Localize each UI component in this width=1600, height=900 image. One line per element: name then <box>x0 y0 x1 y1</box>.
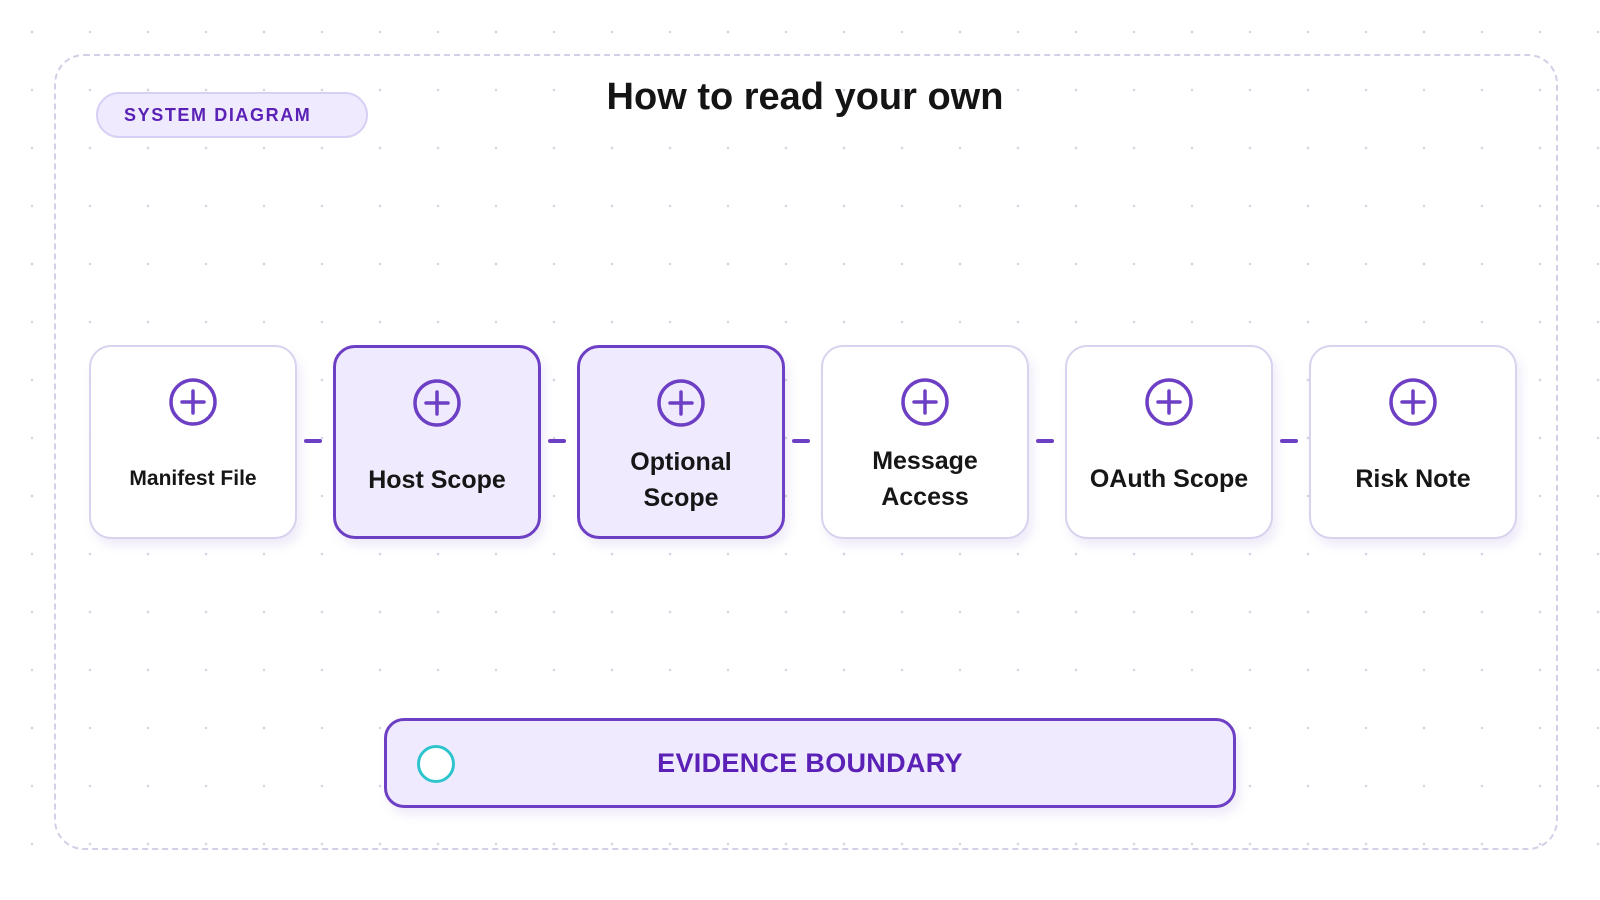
connector <box>1280 439 1298 443</box>
plus-circle-icon <box>1389 378 1437 426</box>
ring-icon <box>417 745 455 783</box>
diagram-title: How to read your own <box>606 76 1004 118</box>
plus-circle-icon <box>413 379 461 427</box>
node-label: Manifest File <box>129 467 257 490</box>
node-label: Optional Scope <box>630 448 732 512</box>
node-optional-scope[interactable]: Optional Scope <box>577 345 785 539</box>
node-host-scope[interactable]: Host Scope <box>333 345 541 539</box>
plus-circle-icon <box>1145 378 1193 426</box>
node-label: Message Access <box>872 447 978 511</box>
node-oauth-scope[interactable]: OAuth Scope <box>1065 345 1273 539</box>
node-risk-note[interactable]: Risk Note <box>1309 345 1517 539</box>
evidence-boundary[interactable]: EVIDENCE BOUNDARY <box>384 718 1236 808</box>
node-label: Risk Note <box>1355 465 1471 493</box>
connector <box>304 439 322 443</box>
system-diagram-badge: SYSTEM DIAGRAM <box>96 92 368 138</box>
node-label: OAuth Scope <box>1089 465 1249 493</box>
node-label: Host Scope <box>368 466 506 494</box>
plus-circle-icon <box>169 378 217 426</box>
plus-circle-icon <box>657 379 705 427</box>
connector <box>792 439 810 443</box>
connector <box>548 439 566 443</box>
diagram-frame <box>54 54 1558 850</box>
evidence-boundary-label: EVIDENCE BOUNDARY <box>657 748 963 778</box>
flow-row: Manifest File Host Scope Optional Scope … <box>89 345 1519 539</box>
connector <box>1036 439 1054 443</box>
node-manifest-file[interactable]: Manifest File <box>89 345 297 539</box>
node-message-access[interactable]: Message Access <box>821 345 1029 539</box>
plus-circle-icon <box>901 378 949 426</box>
